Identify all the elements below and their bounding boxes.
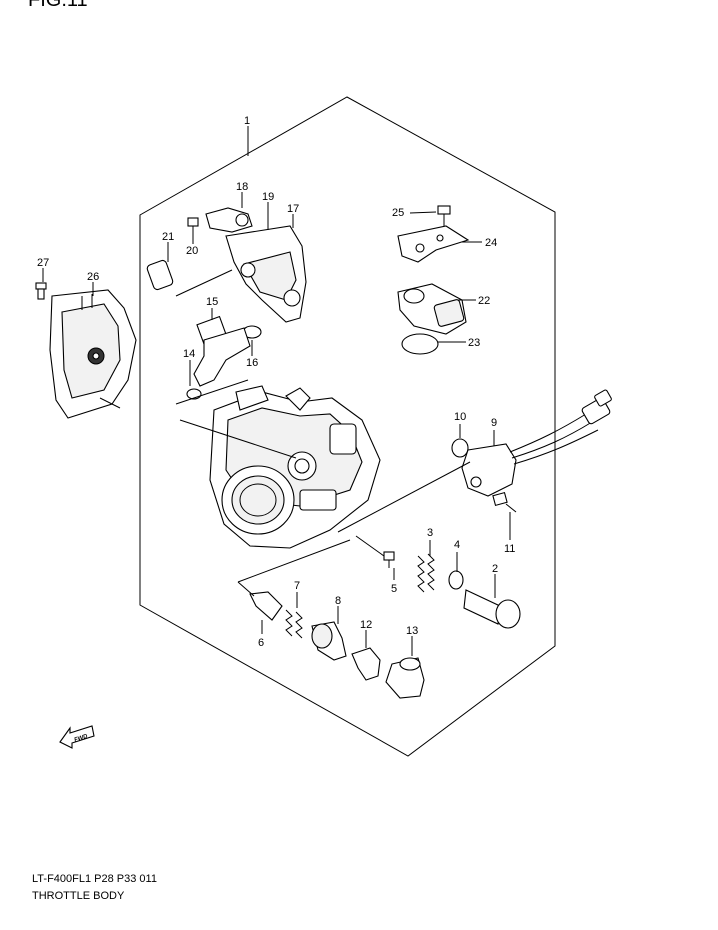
part-17-fuel-rail [225,225,307,323]
callout-19: 19 [262,191,274,203]
part-20-bolt [187,217,199,236]
part-14-injector [186,327,251,400]
part-25-bolt [437,205,451,226]
part-21-cap [146,259,174,291]
explode-line [179,419,297,459]
part-7-spring [285,609,303,639]
callout-6: 6 [258,637,264,649]
explode-line [175,269,233,297]
callout-23: 23 [468,337,480,349]
callout-7: 7 [294,580,300,592]
part-12-hose [351,647,381,681]
part-2-plunger [463,589,521,629]
part-18-fitting [205,207,253,233]
callout-16: 16 [246,357,258,369]
callout-21: 21 [162,231,174,243]
callout-13: 13 [406,625,418,637]
figure-header: FIG.11 [28,0,88,11]
callout-12: 12 [360,619,372,631]
callout-25: 25 [392,207,404,219]
part-9-tps-sensor [461,389,612,497]
part-22-map-sensor [397,283,467,335]
part-11-screw [492,491,517,513]
callout-labels: 1 18 19 17 21 20 27 26 15 14 16 25 24 22… [37,115,515,649]
callout-24: 24 [485,237,497,249]
explode-line [175,379,249,405]
part-3-spring [417,553,435,593]
explode-line [337,461,471,533]
callout-27: 27 [37,257,49,269]
part-5-screw [383,551,395,568]
callout-3: 3 [427,527,433,539]
assembly-outline [139,96,556,757]
callout-5: 5 [391,583,397,595]
callout-4: 4 [454,539,460,551]
callout-2: 2 [492,563,498,575]
fwd-arrow: FWD [59,725,95,749]
fwd-label: FWD [74,734,89,744]
callout-14: 14 [183,348,195,360]
callout-15: 15 [206,296,218,308]
diagram-title: THROTTLE BODY [32,890,125,902]
part-8-adjuster [311,621,347,661]
callout-1: 1 [244,115,250,127]
callout-8: 8 [335,595,341,607]
part-27-screw [35,282,47,300]
callout-11: 11 [504,543,515,555]
callout-26: 26 [87,271,99,283]
part-26-cover [49,289,137,419]
explode-line [237,539,351,583]
part-10-oring [451,438,469,458]
part-23-oring [401,333,439,355]
callout-17: 17 [287,203,299,215]
callout-22: 22 [478,295,490,307]
part-24-bracket [397,225,470,263]
part-6-plunger [249,591,283,621]
part-13-elbow [385,657,425,699]
explode-line [237,581,255,597]
callout-9: 9 [491,417,497,429]
diagram-code: LT-F400FL1 P28 P33 011 [32,873,157,885]
part-4-oring [448,570,464,590]
callout-10: 10 [454,411,466,423]
explode-line [355,535,385,557]
callout-18: 18 [236,181,248,193]
leader-lines [42,126,511,656]
callout-20: 20 [186,245,198,257]
